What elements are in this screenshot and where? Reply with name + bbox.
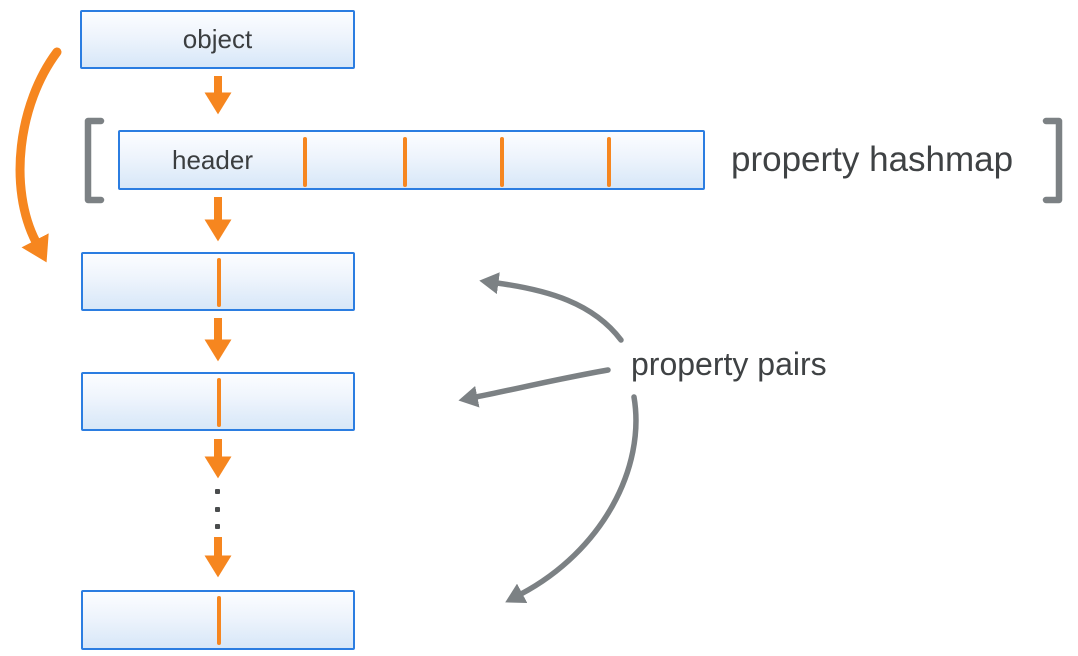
slot-divider [607, 137, 611, 187]
gray-arrow-to-pair2-icon [458, 367, 611, 408]
header-label: header [172, 144, 253, 175]
gray-arrow-to-pair3-icon [505, 394, 639, 604]
property-hashmap-label: property hashmap [731, 140, 1014, 179]
left-bracket-icon [84, 117, 105, 204]
property-pair-box-1 [81, 252, 355, 311]
property-pair-box-2 [81, 372, 355, 431]
hashmap-box: header [118, 130, 705, 190]
object-label: object [182, 24, 253, 54]
ellipsis-icon [215, 489, 220, 529]
pair-divider [217, 258, 221, 307]
pair-divider [217, 378, 221, 427]
property-pairs-label: property pairs [631, 345, 827, 382]
curved-arrow-object-to-pairs-icon [15, 47, 62, 263]
object-box: object [80, 10, 355, 69]
pair-divider [217, 596, 221, 645]
property-pair-box-3 [81, 590, 355, 650]
gray-arrow-to-pair1-icon [479, 272, 624, 343]
slot-divider [403, 137, 407, 187]
slot-divider [303, 137, 307, 187]
right-bracket-icon [1042, 117, 1063, 204]
slot-divider [500, 137, 504, 187]
